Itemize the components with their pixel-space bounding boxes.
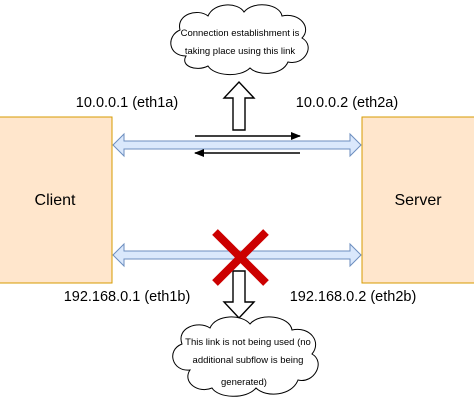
client-node (0, 116, 113, 284)
top-link-arrow (112, 132, 362, 158)
top-callout-line-1: Connection establishment is (181, 28, 300, 39)
unused-link-cross (212, 229, 269, 286)
bottom-callout-line-2: additional subflow is being (193, 355, 304, 366)
bottom-callout-line-3: generated) (221, 377, 267, 388)
top-left-address: 10.0.0.1 (eth1a) (76, 95, 178, 111)
server-node (361, 116, 474, 284)
up-hollow-arrow (222, 80, 256, 131)
server-label: Server (394, 192, 442, 209)
bottom-right-address: 192.168.0.2 (eth2b) (290, 289, 417, 305)
bottom-left-address: 192.168.0.1 (eth1b) (64, 289, 191, 305)
top-callout-line-2: taking place using this link (185, 46, 296, 57)
bottom-callout-cloud (172, 316, 319, 397)
top-right-address: 10.0.0.2 (eth2a) (296, 95, 398, 111)
client-label: Client (35, 192, 76, 209)
top-callout-cloud (170, 4, 309, 75)
bottom-callout-line-1: This link is not being used (no (185, 337, 311, 348)
down-hollow-arrow (222, 270, 256, 320)
